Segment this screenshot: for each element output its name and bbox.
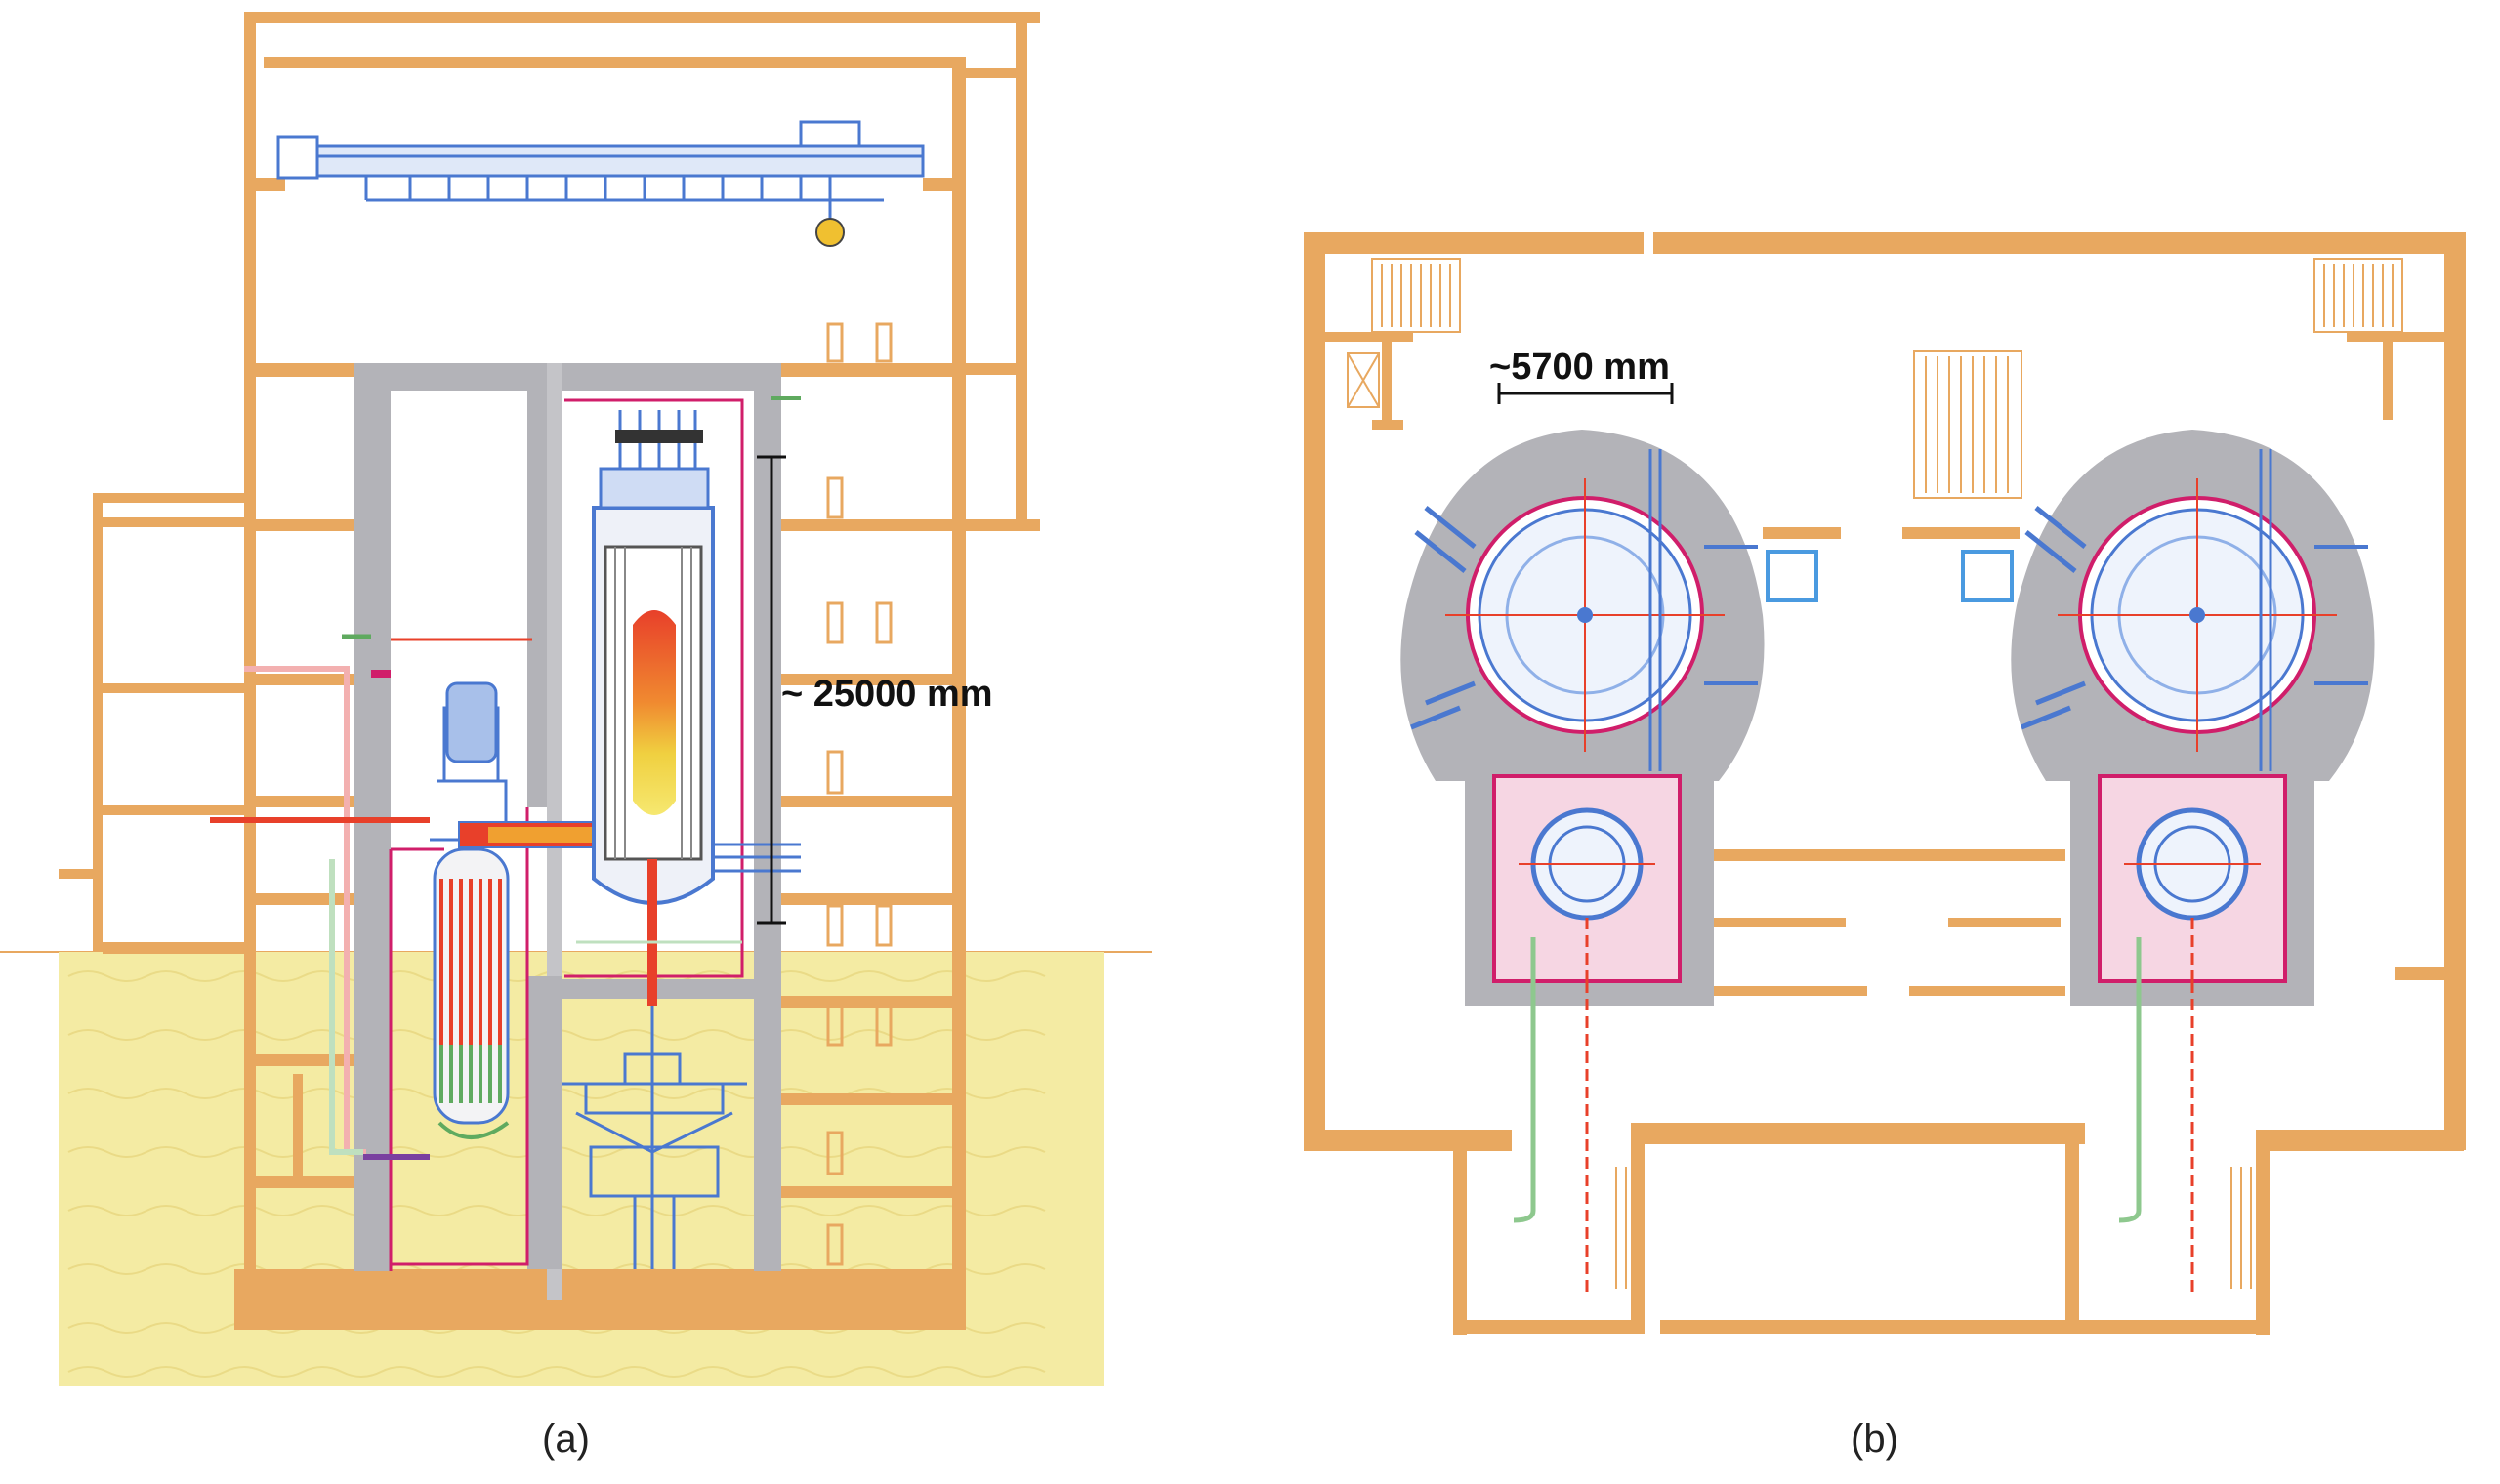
width-dimension	[1497, 383, 1674, 404]
fixture-left	[1766, 550, 1818, 602]
reactor-vessel	[592, 410, 715, 1006]
hot-gas-duct	[458, 821, 606, 848]
height-dimension	[757, 455, 786, 925]
steam-generator	[430, 681, 518, 1139]
panel-a-caption: (a)	[542, 1418, 590, 1461]
panel-b-plan	[1304, 232, 2466, 1335]
fixture-right	[1961, 550, 2014, 602]
panel-a-section	[0, 12, 1152, 1386]
height-dimension-label: ~ 25000 mm	[781, 674, 993, 715]
crane-hook-icon	[815, 218, 845, 247]
reactor-core	[633, 610, 676, 815]
panel-b-caption: (b)	[1851, 1418, 1898, 1461]
overhead-crane	[276, 120, 925, 220]
plan-walls	[1304, 232, 2466, 1335]
drive-mechanism	[562, 1006, 747, 1269]
building-walls	[59, 12, 1040, 1330]
piping	[210, 396, 801, 1160]
plan-stairs	[1347, 258, 2403, 1289]
reactor-bay-left	[1400, 430, 1765, 1298]
doors	[826, 322, 893, 1266]
reactor-bay-right	[2011, 430, 2375, 1298]
width-dimension-label: ~5700 mm	[1489, 347, 1670, 388]
